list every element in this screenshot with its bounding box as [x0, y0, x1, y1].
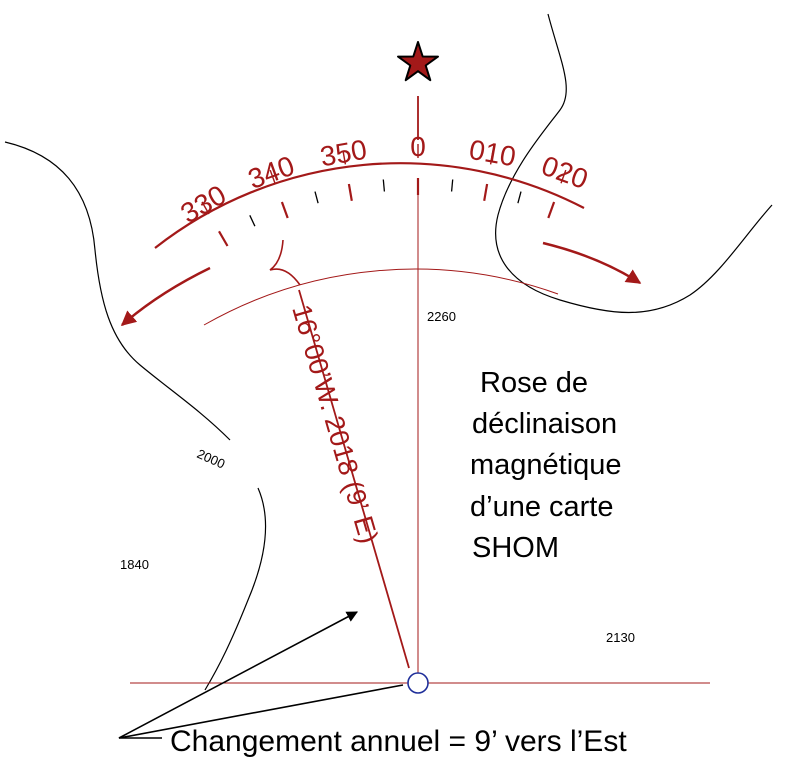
caption: Rose de déclinaison magnétique d’une car… [470, 367, 622, 564]
compass-major-tick [347, 183, 353, 201]
compass-minor-tick [249, 215, 256, 227]
caption-line: Rose de [480, 367, 588, 399]
annotation-arrow-lower [118, 684, 404, 739]
annotation-arrow-upper [118, 611, 358, 739]
compass-minor-tick [382, 179, 386, 192]
inner-arc-tick [560, 169, 567, 184]
compass-inner-arc [203, 268, 559, 326]
inner-arc-tick [201, 201, 210, 215]
compass-label: 340 [244, 150, 299, 195]
caption-line: déclinaison [472, 408, 617, 440]
compass-minor-tick [314, 191, 319, 204]
magnetic-needle-line [298, 289, 410, 669]
compass-inner-ticks [201, 144, 567, 215]
compass-major-tick [218, 230, 229, 247]
inner-arc-tick [489, 150, 494, 165]
declination-chevron-icon [269, 239, 301, 286]
compass-minor-tick [517, 191, 522, 204]
declination-text: 16°00’W. 2018 (9’ E) [286, 301, 384, 547]
compass-minor-tick [450, 179, 454, 192]
contour-line-right [495, 13, 773, 314]
inner-arc-tick [342, 150, 347, 165]
caption-line: d’une carte [470, 491, 614, 523]
contour-line-left-lower [204, 487, 267, 691]
compass-outer-ticks [218, 178, 556, 247]
annual-change-annotation: Changement annuel = 9’ vers l’Est [170, 725, 627, 758]
compass-label: 330 [175, 179, 231, 229]
depth-sounding-2260: 2260 [427, 309, 456, 324]
rotation-arrow-right-icon [542, 241, 642, 285]
compass-label: 350 [318, 134, 369, 173]
contour-lines [4, 13, 773, 691]
compass-major-tick [547, 201, 556, 219]
compass-label: 0 [410, 131, 426, 162]
depth-sounding-2000: 2000 [195, 446, 228, 471]
depth-sounding-1840: 1840 [120, 557, 149, 572]
center-circle [407, 672, 429, 694]
star-icon [397, 41, 439, 82]
inner-arc-tick [269, 169, 276, 184]
compass-outer-arc [154, 162, 585, 249]
contour-line-left [4, 141, 231, 441]
rotation-arrow-left-icon [120, 266, 211, 326]
compass-major-tick [483, 183, 489, 201]
compass-label: 010 [467, 134, 518, 173]
caption-line: magnétique [470, 449, 622, 481]
depth-sounding-2130: 2130 [606, 630, 635, 645]
compass-major-tick [280, 201, 289, 219]
compass-label: 020 [538, 150, 593, 195]
caption-line: SHOM [472, 532, 559, 564]
